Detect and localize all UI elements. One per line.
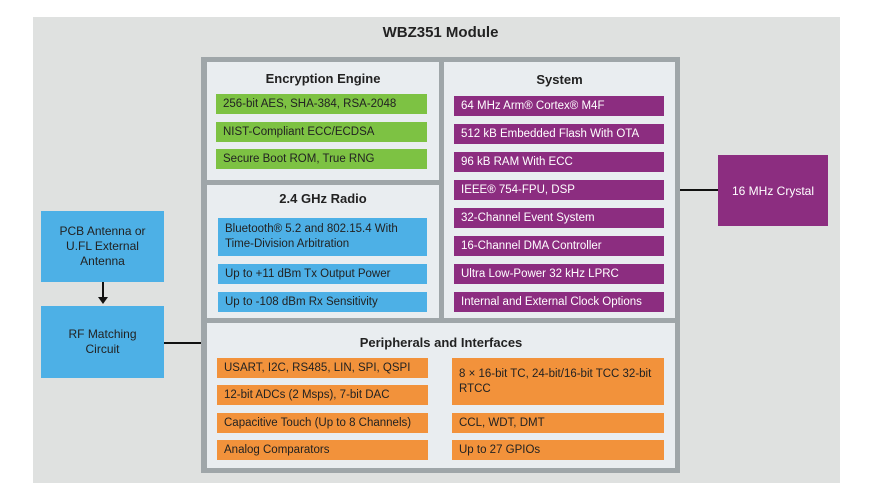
peripheral-item: Analog Comparators <box>217 440 428 460</box>
encryption-title: Encryption Engine <box>265 71 381 86</box>
arrow-down-icon <box>98 297 108 304</box>
peripheral-item: USART, I2C, RS485, LIN, SPI, QSPI <box>217 358 428 378</box>
system-panel: System 64 MHz Arm® Cortex® M4F 512 kB Em… <box>444 62 675 318</box>
system-item: Internal and External Clock Options <box>454 292 664 312</box>
peripheral-item: 8 × 16-bit TC, 24-bit/16-bit TCC 32-bit … <box>452 358 664 405</box>
system-item: 32-Channel Event System <box>454 208 664 228</box>
peripheral-item: Capacitive Touch (Up to 8 Channels) <box>217 413 428 433</box>
peripheral-item: 12-bit ADCs (2 Msps), 7-bit DAC <box>217 385 428 405</box>
radio-title: 2.4 GHz Radio <box>279 191 367 206</box>
module-title: WBZ351 Module <box>382 24 499 41</box>
rf-matching-block: RF Matching Circuit <box>41 306 164 378</box>
system-item: 96 kB RAM With ECC <box>454 152 664 172</box>
system-item: Ultra Low-Power 32 kHz LPRC <box>454 264 664 284</box>
system-item: 64 MHz Arm® Cortex® M4F <box>454 96 664 116</box>
encryption-item: NIST-Compliant ECC/ECDSA <box>216 122 427 142</box>
radio-item: Bluetooth® 5.2 and 802.15.4 With Time-Di… <box>218 218 427 256</box>
rf-connector <box>164 342 201 344</box>
crystal-block: 16 MHz Crystal <box>718 155 828 226</box>
radio-item: Up to -108 dBm Rx Sensitivity <box>218 292 427 312</box>
peripheral-item: Up to 27 GPIOs <box>452 440 664 460</box>
crystal-connector <box>680 189 718 191</box>
encryption-panel: Encryption Engine 256-bit AES, SHA-384, … <box>207 62 439 180</box>
antenna-connector <box>102 282 104 299</box>
encryption-item: Secure Boot ROM, True RNG <box>216 149 427 169</box>
radio-item: Up to +11 dBm Tx Output Power <box>218 264 427 284</box>
peripherals-title: Peripherals and Interfaces <box>359 335 523 350</box>
radio-panel: 2.4 GHz Radio Bluetooth® 5.2 and 802.15.… <box>207 185 439 318</box>
system-item: 512 kB Embedded Flash With OTA <box>454 124 664 144</box>
antenna-block: PCB Antenna or U.FL External Antenna <box>41 211 164 282</box>
peripheral-item: CCL, WDT, DMT <box>452 413 664 433</box>
system-item: 16-Channel DMA Controller <box>454 236 664 256</box>
system-title: System <box>536 72 583 87</box>
peripherals-panel: Peripherals and Interfaces USART, I2C, R… <box>207 323 675 468</box>
encryption-item: 256-bit AES, SHA-384, RSA-2048 <box>216 94 427 114</box>
system-item: IEEE® 754-FPU, DSP <box>454 180 664 200</box>
